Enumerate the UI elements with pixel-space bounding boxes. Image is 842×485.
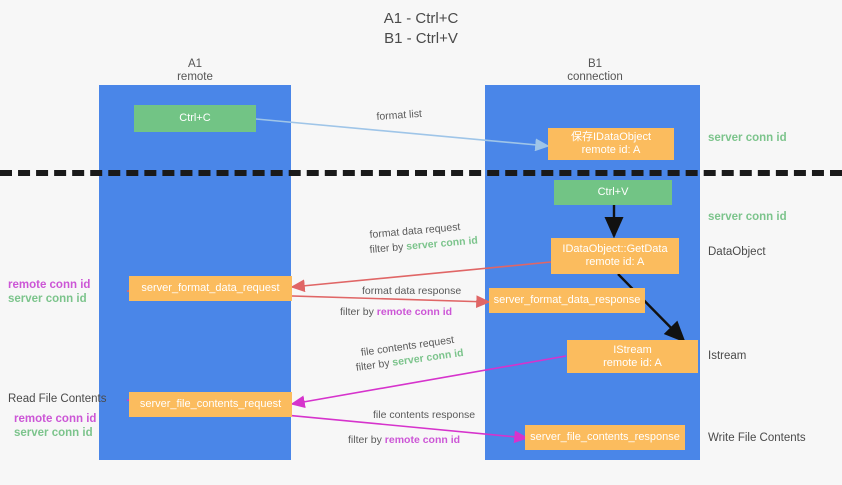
page-title: A1 - Ctrl+C B1 - Ctrl+V	[0, 9, 842, 49]
phase-divider	[0, 170, 842, 176]
filter-by-text-4: filter by	[348, 434, 382, 446]
box-istream-line2: remote id: A	[603, 356, 662, 369]
box-server-format-data-request-label: server_format_data_request	[141, 282, 280, 294]
label-remote-conn-id-2: remote conn id	[14, 413, 97, 425]
box-ctrl-c-label: Ctrl+C	[179, 112, 211, 124]
box-server-file-contents-request-label: server_file_contents_request	[139, 398, 282, 410]
box-server-format-data-response-label: server_format_data_response	[493, 294, 641, 306]
box-idataobject-getdata[interactable]: IDataObject::GetData remote id: A	[551, 238, 679, 274]
wire-label-file-contents-response-filter: filter by remote conn id	[348, 433, 460, 447]
box-server-format-data-request[interactable]: server_format_data_request	[129, 276, 292, 301]
title-line-2: B1 - Ctrl+V	[384, 30, 458, 47]
filter-remote-conn-id-1: remote conn id	[376, 306, 453, 318]
box-ctrl-v-label: Ctrl+V	[597, 186, 629, 198]
box-server-file-contents-request[interactable]: server_file_contents_request	[129, 392, 292, 417]
label-data-object: DataObject	[708, 246, 766, 258]
label-istream: Istream	[708, 350, 747, 362]
box-istream-line1: IStream	[613, 343, 652, 356]
wire-label-file-contents-response: file contents response	[373, 409, 476, 421]
title-line-1: A1 - Ctrl+C	[383, 10, 459, 27]
box-idataobject-getdata-line1: IDataObject::GetData	[562, 243, 668, 255]
label-write-file-contents: Write File Contents	[708, 432, 806, 444]
column-b1-sub: connection	[567, 71, 623, 83]
wire-label-format-list: format list	[376, 107, 423, 123]
box-istream[interactable]: IStream remote id: A	[567, 340, 698, 373]
box-save-idataobject-line1: 保存IDataObject	[570, 131, 652, 143]
label-server-conn-id-2: server conn id	[14, 427, 93, 439]
box-server-format-data-response[interactable]: server_format_data_response	[489, 288, 645, 313]
box-idataobject-getdata-line2: remote id: A	[585, 256, 645, 268]
filter-remote-conn-id-2: remote conn id	[384, 434, 461, 446]
box-ctrl-c[interactable]: Ctrl+C	[134, 105, 256, 132]
column-a1-name: A1	[187, 58, 203, 70]
box-server-file-contents-response-label: server_file_contents_response	[530, 431, 680, 443]
box-ctrl-v[interactable]: Ctrl+V	[554, 180, 672, 205]
column-a1-sub: remote	[177, 71, 213, 83]
label-read-file-contents: Read File Contents	[8, 393, 107, 405]
box-server-file-contents-response[interactable]: server_file_contents_response	[525, 425, 685, 450]
box-save-idataobject-line2: remote id: A	[581, 144, 641, 156]
label-server-conn-id-mid: server conn id	[708, 211, 787, 223]
label-server-conn-id-1: server conn id	[8, 293, 87, 305]
wire-label-format-data-response: format data response	[362, 285, 462, 297]
filter-by-text-2: filter by	[340, 306, 374, 318]
wire-label-format-data-response-filter: filter by remote conn id	[340, 305, 452, 319]
column-header-b1: B1 connection	[530, 58, 660, 84]
column-header-a1: A1 remote	[130, 58, 260, 84]
label-remote-conn-id-1: remote conn id	[8, 279, 91, 291]
filter-by-text: filter by	[369, 241, 404, 256]
filter-by-text-3: filter by	[355, 357, 391, 374]
label-server-conn-id-top: server conn id	[708, 132, 787, 144]
box-save-idataobject[interactable]: 保存IDataObject remote id: A	[548, 128, 674, 160]
column-b1-name: B1	[587, 58, 603, 70]
